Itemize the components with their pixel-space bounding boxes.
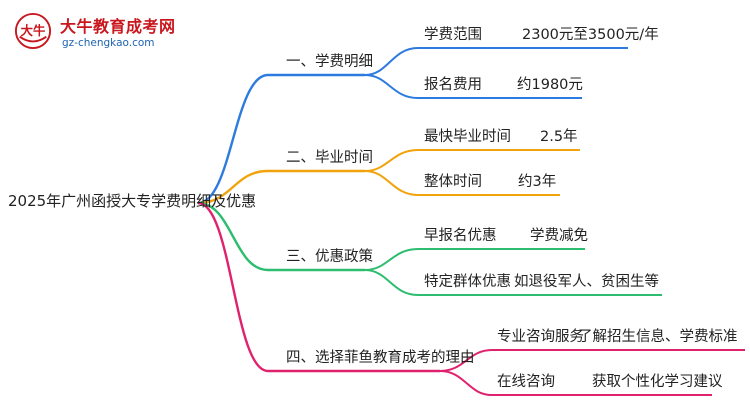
branch-4-leaf-2-value: 获取个性化学习建议 xyxy=(592,374,723,390)
root-topic: 2025年广州函授大专学费明细及优惠 xyxy=(8,192,257,210)
branch-2-label: 二、毕业时间 xyxy=(286,150,373,166)
branch-3-leaf-2-value: 如退役军人、贫困生等 xyxy=(514,274,659,290)
branch-1-leaf-1-key: 学费范围 xyxy=(424,27,482,43)
branch-2-leaf-2-key: 整体时间 xyxy=(424,174,482,190)
connector-branch-2-leaf-2 xyxy=(364,170,419,196)
branch-4-leaf-1-key: 专业咨询服务 xyxy=(497,329,584,345)
connector-branch-1-leaf-1 xyxy=(364,47,419,76)
logo-title: 大牛教育成考网 xyxy=(60,17,176,36)
connector-branch-2-leaf-1 xyxy=(364,149,419,172)
logo-badge-icon: 大牛 xyxy=(14,12,52,50)
connector-root-branch-3 xyxy=(197,201,269,272)
branch-3-leaf-1-key: 早报名优惠 xyxy=(424,228,497,244)
branch-2-leaf-1-key: 最快毕业时间 xyxy=(424,129,511,145)
branch-4-leaf-1-value: 了解招生信息、学费标准 xyxy=(578,329,738,345)
branch-2-leaf-2-value: 约3年 xyxy=(518,174,557,190)
connector-branch-3-leaf-1 xyxy=(364,248,419,271)
branch-2-leaf-1-value: 2.5年 xyxy=(540,129,578,145)
branch-3-label: 三、优惠政策 xyxy=(286,249,373,265)
branch-1-leaf-2-key: 报名费用 xyxy=(424,77,482,93)
site-logo[interactable]: 大牛 大牛教育成考网 gz-chengkao.com xyxy=(8,8,178,54)
connector-root-branch-4 xyxy=(197,201,269,373)
branch-3-leaf-1-value: 学费减免 xyxy=(530,228,588,244)
branch-4-leaf-2-key: 在线咨询 xyxy=(497,374,555,390)
branch-3-leaf-2-key: 特定群体优惠 xyxy=(424,274,511,290)
connector-branch-3-leaf-2 xyxy=(364,269,419,296)
connector-root-branch-1 xyxy=(197,73,269,205)
branch-1-leaf-2-value: 约1980元 xyxy=(517,77,583,93)
connector-branch-4-leaf-2 xyxy=(439,370,493,396)
branch-1-leaf-1-value: 2300元至3500元/年 xyxy=(522,27,659,43)
branch-4-label: 四、选择菲鱼教育成考的理由 xyxy=(286,350,475,366)
connector-branch-4-leaf-1 xyxy=(439,349,493,372)
branch-1-label: 一、学费明细 xyxy=(286,54,373,70)
connector-branch-1-leaf-2 xyxy=(364,74,419,99)
logo-url[interactable]: gz-chengkao.com xyxy=(62,37,155,49)
logo-badge-text: 大牛 xyxy=(21,23,46,38)
connector-root-branch-2 xyxy=(197,169,269,205)
